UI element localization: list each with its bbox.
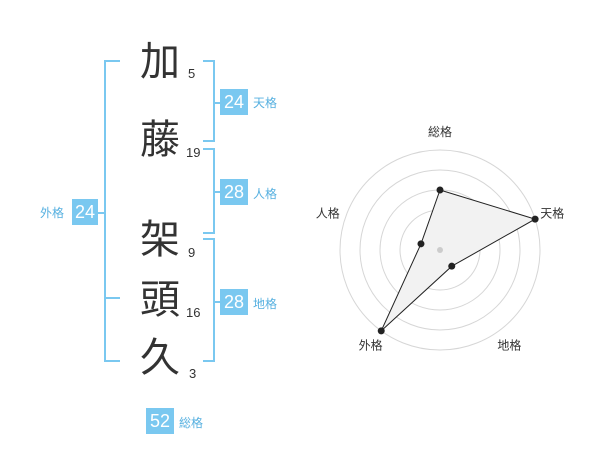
tenkaku-stub xyxy=(213,102,221,104)
radar-point-0 xyxy=(436,186,444,194)
radar-point-2 xyxy=(448,262,456,270)
gaikaku-bracket-mid xyxy=(104,297,120,299)
name-char-5: 久 xyxy=(140,335,180,381)
radar-axis-label-4: 人格 xyxy=(316,206,340,221)
radar-center-dot xyxy=(437,247,443,253)
stroke-count-5: 3 xyxy=(189,366,197,381)
name-char-4: 頭 xyxy=(140,277,180,323)
radar-point-4 xyxy=(417,240,425,248)
radar-area xyxy=(380,189,537,332)
chikaku-bracket xyxy=(203,238,215,362)
stroke-count-1: 5 xyxy=(188,66,196,81)
radar-axis-label-2: 地格 xyxy=(497,338,521,353)
gaikaku-label: 外格 xyxy=(40,206,65,220)
soukaku-label: 総格 xyxy=(179,416,204,430)
tenkaku-bracket xyxy=(203,60,215,142)
gaikaku-value: 24 xyxy=(72,199,98,225)
tenkaku-value: 24 xyxy=(220,89,248,115)
jinkaku-stub xyxy=(213,191,221,193)
radar-ring xyxy=(359,169,521,331)
stroke-count-3: 9 xyxy=(188,245,196,260)
chikaku-value: 28 xyxy=(220,289,248,315)
radar-axis-label-3: 外格 xyxy=(359,338,383,353)
jinkaku-value: 28 xyxy=(220,179,248,205)
stroke-count-4: 16 xyxy=(186,305,201,320)
jinkaku-label: 人格 xyxy=(253,187,278,201)
radar-axis-label-1: 天格 xyxy=(540,206,564,221)
tenkaku-label: 天格 xyxy=(253,96,278,110)
radar-point-1 xyxy=(531,215,539,223)
radar-point-3 xyxy=(377,327,385,335)
radar-axis-label-0: 総格 xyxy=(428,124,452,139)
gaikaku-stub xyxy=(97,212,106,214)
gaikaku-bracket xyxy=(104,60,120,362)
name-char-2: 藤 xyxy=(140,117,180,163)
name-char-3: 架 xyxy=(140,217,180,263)
radar-ring xyxy=(339,149,541,351)
soukaku-value: 52 xyxy=(146,408,174,434)
chikaku-label: 地格 xyxy=(253,297,278,311)
name-char-1: 加 xyxy=(140,39,180,85)
stroke-count-2: 19 xyxy=(186,145,201,160)
chikaku-stub xyxy=(213,301,221,303)
